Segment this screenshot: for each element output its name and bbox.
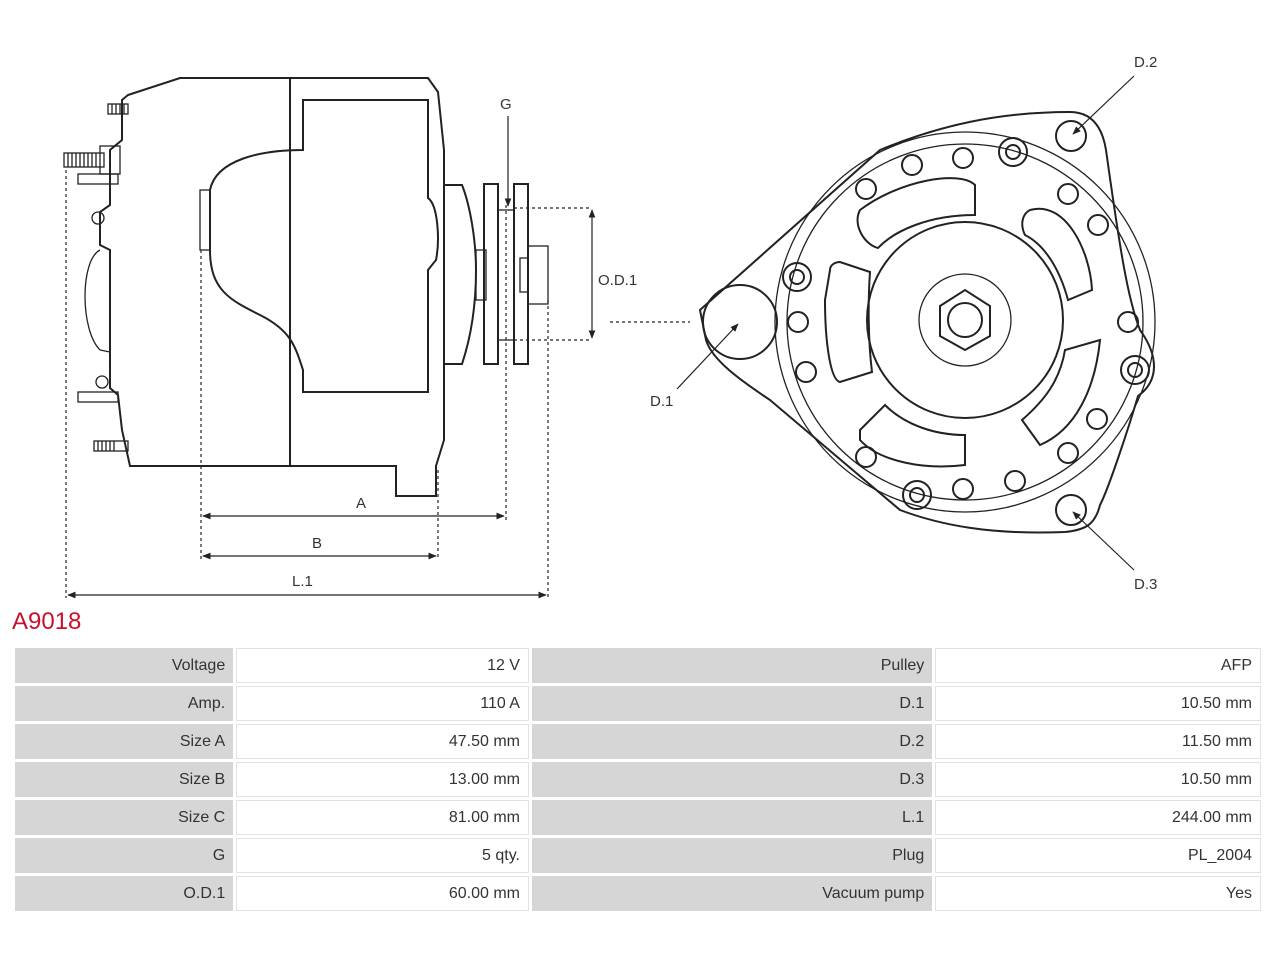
spec-key: Size A [15, 724, 234, 759]
spec-value: 244.00 mm [935, 800, 1261, 835]
rear-housing [99, 77, 291, 467]
spec-key: D.2 [531, 724, 933, 759]
side-dimensions: A B L.1 G O.D.1 [65, 96, 637, 599]
spec-value: 47.50 mm [236, 724, 529, 759]
spec-value: Yes [935, 876, 1261, 911]
spec-value: 5 qty. [236, 838, 529, 873]
pulley-hub [866, 221, 1064, 419]
label-b: B [312, 535, 322, 552]
spec-key: D.3 [531, 762, 933, 797]
label-l1: L.1 [292, 573, 313, 590]
label-od1: O.D.1 [598, 272, 637, 289]
alternator-drawing: A B L.1 G O.D.1 [63, 54, 1157, 599]
spec-key: O.D.1 [15, 876, 234, 911]
spec-value: 81.00 mm [236, 800, 529, 835]
bore-d2 [1055, 120, 1087, 152]
spec-key: Voltage [15, 648, 234, 683]
part-number: A9018 [12, 608, 82, 635]
front-view: D.1 D.2 D.3 [610, 54, 1157, 593]
spec-value: 10.50 mm [935, 762, 1261, 797]
front-housing [290, 77, 445, 497]
label-d1: D.1 [650, 393, 673, 410]
spec-value: 11.50 mm [935, 724, 1261, 759]
spec-value: 12 V [236, 648, 529, 683]
spec-key: D.1 [531, 686, 933, 721]
spec-value: 60.00 mm [236, 876, 529, 911]
front-flange [698, 110, 1155, 534]
spec-key: Vacuum pump [531, 876, 933, 911]
label-d2: D.2 [1134, 54, 1157, 71]
spec-value: 10.50 mm [935, 686, 1261, 721]
stator-window [209, 99, 439, 393]
spec-key: Size C [15, 800, 234, 835]
spec-key: G [15, 838, 234, 873]
spec-key: Amp. [15, 686, 234, 721]
bore-d3 [1055, 494, 1087, 526]
label-d3: D.3 [1134, 576, 1157, 593]
vent-holes [787, 147, 1139, 500]
spec-key: Pulley [531, 648, 933, 683]
screws [782, 137, 1150, 510]
spec-key: L.1 [531, 800, 933, 835]
spec-value: 13.00 mm [236, 762, 529, 797]
pulley-disc-2 [513, 183, 529, 365]
spec-value: 110 A [236, 686, 529, 721]
spec-value: PL_2004 [935, 838, 1261, 873]
side-view [63, 77, 549, 497]
spec-key: Plug [531, 838, 933, 873]
label-a: A [356, 495, 366, 512]
spec-key: Size B [15, 762, 234, 797]
label-g: G [500, 96, 512, 113]
spec-value: AFP [935, 648, 1261, 683]
